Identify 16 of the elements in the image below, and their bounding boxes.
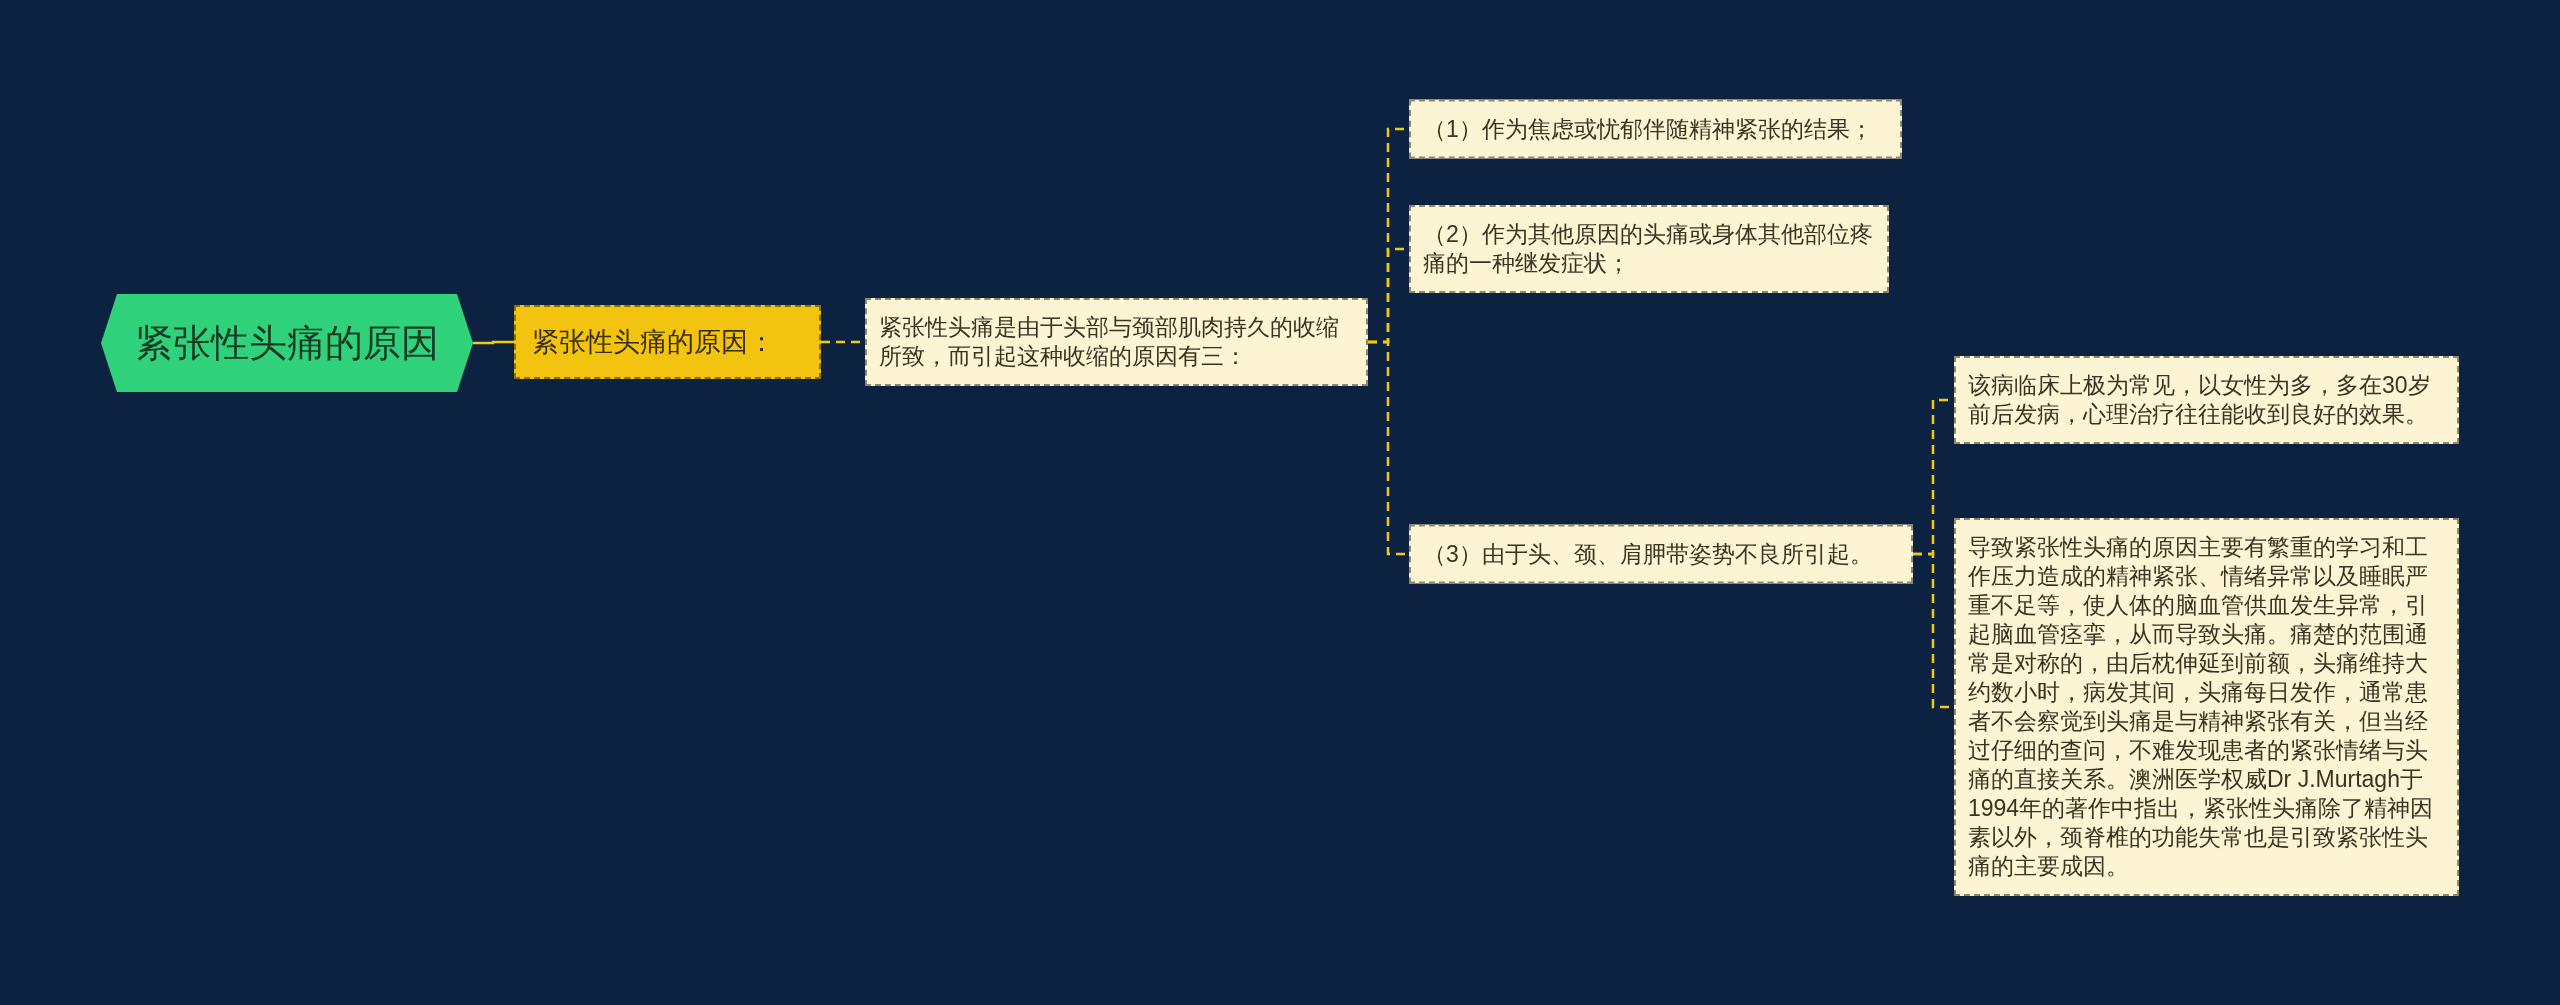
node-text: 紧张性头痛是由于头部与颈部肌肉持久的收缩所致，而引起这种收缩的原因有三：: [879, 313, 1340, 371]
hexagon-node: [101, 294, 473, 392]
node-text: 导致紧张性头痛的原因主要有繁重的学习和工作压力造成的精神紧张、情绪异常以及睡眠严重不足等，使人体的脑血管供血发生异常，引起脑血管痉挛，从而导致头痛。痛楚的范围通常是对称的，由后枕伸延到前额，头痛维持大约数小时，病发其间，头痛每日发作，通常患者不会察觉到头痛是与精神紧张有关，但当经过仔细的查问，不难发现患者的紧张情绪与头痛的直接关系。澳洲医学权威Dr J.Murtagh于1994年的著作中指出，紧张性头痛除了精神因素以外，颈脊椎的功能失常也是引致紧张性头痛的主要成因。: [1968, 533, 2435, 881]
node-text: （2）作为其他原因的头痛或身体其他部位疼痛的一种继发症状；: [1423, 220, 1874, 278]
text-card: [1409, 99, 1902, 159]
text-card: [865, 298, 1368, 386]
node-text: （1）作为焦虑或忧郁伴随精神紧张的结果；: [1423, 114, 1874, 144]
topic-box: [514, 305, 821, 379]
node-text: 紧张性头痛的原因: [135, 321, 439, 366]
node-text: 紧张性头痛的原因：: [532, 326, 776, 359]
text-card: [1409, 205, 1889, 293]
text-card: [1954, 356, 2459, 444]
node-text: 该病临床上极为常见，以女性为多，多在30岁前后发病，心理治疗往往能收到良好的效果。: [1968, 371, 2432, 429]
node-text: （3）由于头、颈、肩胛带姿势不良所引起。: [1423, 539, 1874, 569]
text-card: [1409, 524, 1913, 584]
connector-line: [473, 340, 514, 345]
